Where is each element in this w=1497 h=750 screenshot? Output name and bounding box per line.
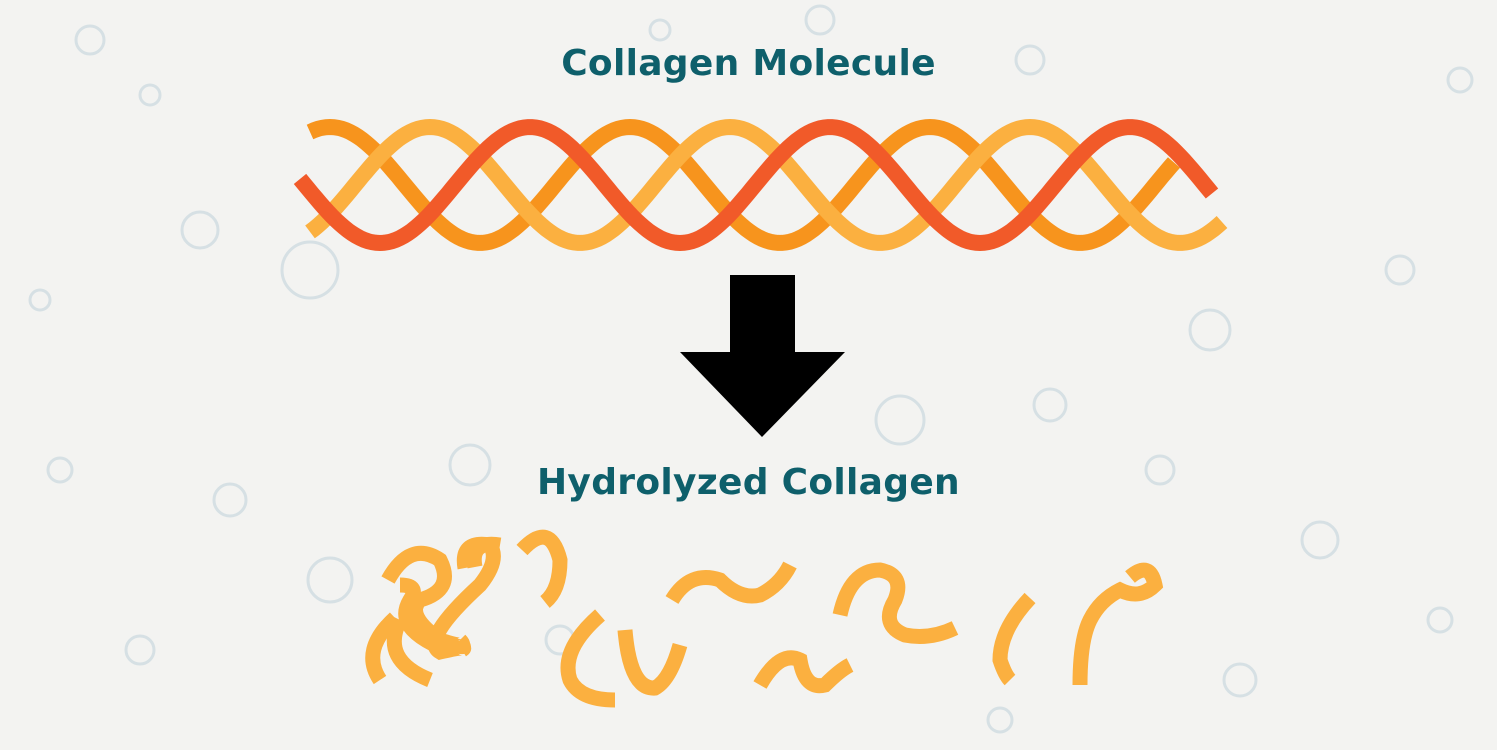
- bubble: [28, 288, 52, 312]
- bubble: [1426, 606, 1454, 634]
- bubble: [648, 18, 672, 42]
- bubble: [124, 634, 156, 666]
- bubble: [1300, 520, 1340, 560]
- bubble: [1144, 454, 1176, 486]
- bubble: [804, 4, 836, 36]
- fragment: [1072, 562, 1164, 686]
- fragment: [617, 629, 688, 696]
- bubble: [448, 443, 492, 487]
- fragment: [466, 536, 502, 569]
- bubble: [986, 706, 1014, 734]
- bubble: [1384, 254, 1416, 286]
- bubble: [74, 24, 106, 56]
- fragment: [560, 609, 616, 708]
- bubble: [1188, 308, 1232, 352]
- bubble: [1014, 44, 1046, 76]
- fragment: [992, 592, 1036, 686]
- bubble: [212, 482, 248, 518]
- bubble: [1032, 387, 1068, 423]
- background-bubbles: [28, 4, 1474, 734]
- bubble: [46, 456, 74, 484]
- fragment: [386, 577, 437, 687]
- strand-orange: [306, 118, 1181, 251]
- bubble: [1222, 662, 1258, 698]
- bubble: [280, 240, 340, 300]
- fragment: [516, 529, 568, 608]
- fragment: [365, 612, 401, 685]
- bubble: [180, 210, 220, 250]
- bubble: [138, 83, 162, 107]
- fragment: [753, 650, 854, 694]
- strand-red: [293, 119, 1219, 252]
- fragment: [665, 561, 797, 605]
- collagen-triple-helix: [293, 118, 1228, 252]
- down-arrow-icon: [680, 275, 845, 437]
- bubble: [874, 394, 926, 446]
- bubble: [1446, 66, 1474, 94]
- collagen-molecule-label: Collagen Molecule: [561, 43, 936, 84]
- fragment: [832, 562, 959, 644]
- bubble: [306, 556, 354, 604]
- hydrolyzed-collagen-label: Hydrolyzed Collagen: [537, 462, 960, 503]
- collagen-fragments: [365, 529, 1164, 708]
- strand-light: [305, 118, 1228, 251]
